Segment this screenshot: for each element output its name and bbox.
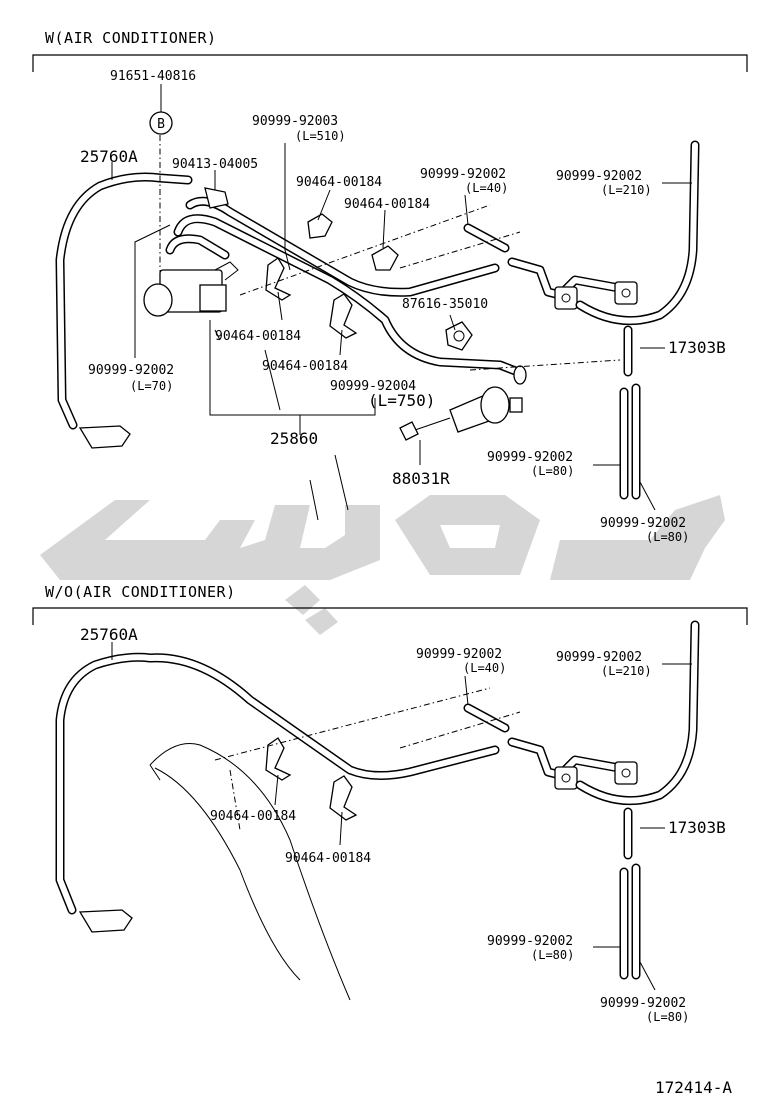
label-clip-2: 90464-00184 [285,851,371,866]
section-title: W/O(AIR CONDITIONER) [45,583,236,601]
label-hose-210: 90999-92002 [556,650,642,665]
clamp-87616 [445,321,473,351]
label-hose-80a: 90999-92002 [487,934,573,949]
section-bracket [32,54,748,72]
label-clip-3: 90464-00184 [215,329,301,344]
label-bolt: 91651-40816 [110,69,196,84]
label-hose-40: 90999-92002 [416,647,502,662]
label-actuator: 88031R [392,469,450,488]
hose-union-fitting [507,737,638,790]
label-hose-80b-len: (L=80) [646,530,689,544]
label-hose-40: 90999-92002 [420,167,506,182]
label-clamp-a: 90413-04005 [172,157,258,172]
label-hose-750-len: (L=750) [368,391,435,410]
section-title: W(AIR CONDITIONER) [45,29,217,47]
label-hose-80a: 90999-92002 [487,450,573,465]
body-panel-outline [149,743,351,1001]
figure-code: 172414-A [655,1078,732,1097]
clip-90464-a [265,737,292,781]
label-hose-210-len: (L=210) [601,664,652,678]
vacuum-switching-valve [143,261,239,317]
label-pipe: 17303B [668,338,726,357]
label-hose-80b-len: (L=80) [646,1010,689,1024]
clip-90464-b [329,293,358,339]
hose-750 [173,214,523,377]
hose-union-fitting [507,257,638,310]
label-clamp-b: 87616-35010 [402,297,488,312]
label-hose-80b: 90999-92002 [600,516,686,531]
label-hose-70: 90999-92002 [88,363,174,378]
label-hose-80a-len: (L=80) [531,948,574,962]
clip-90464-c [307,213,333,239]
label-pipe: 17303B [668,818,726,837]
label-hose-80b: 90999-92002 [600,996,686,1011]
hose-end-fitting [78,425,131,449]
section-without-ac: W/O(AIR CONDITIONER) [32,583,748,1024]
vacuum-actuator [399,386,523,441]
label-hose-750: 90999-92004 [330,379,416,394]
label-hose-main: 25760A [80,147,138,166]
clamp-90413 [204,187,229,209]
label-valve-assy: 25860 [270,429,318,448]
label-hose-40-len: (L=40) [465,181,508,195]
watermark-logo [40,495,725,635]
clip-90464-a [265,257,292,301]
hose-750-end [513,365,527,385]
section-with-ac: W(AIR CONDITIONER) [32,29,748,544]
label-hose-210: 90999-92002 [556,169,642,184]
label-clip-1: 90464-00184 [210,809,296,824]
label-hose-510-len: (L=510) [295,129,346,143]
marker-b: B [157,117,165,132]
label-hose-80a-len: (L=80) [531,464,574,478]
label-hose-510: 90999-92003 [252,114,338,129]
label-hose-70-len: (L=70) [130,379,173,393]
clip-90464-d [371,245,399,271]
clip-90464-b [329,775,358,821]
label-clip-4: 90464-00184 [262,359,348,374]
hose-end-fitting [78,909,133,933]
section-bracket [32,607,748,625]
label-hose-main: 25760A [80,625,138,644]
label-clip-2: 90464-00184 [344,197,430,212]
label-hose-210-len: (L=210) [601,183,652,197]
label-clip-1: 90464-00184 [296,175,382,190]
label-hose-40-len: (L=40) [463,661,506,675]
